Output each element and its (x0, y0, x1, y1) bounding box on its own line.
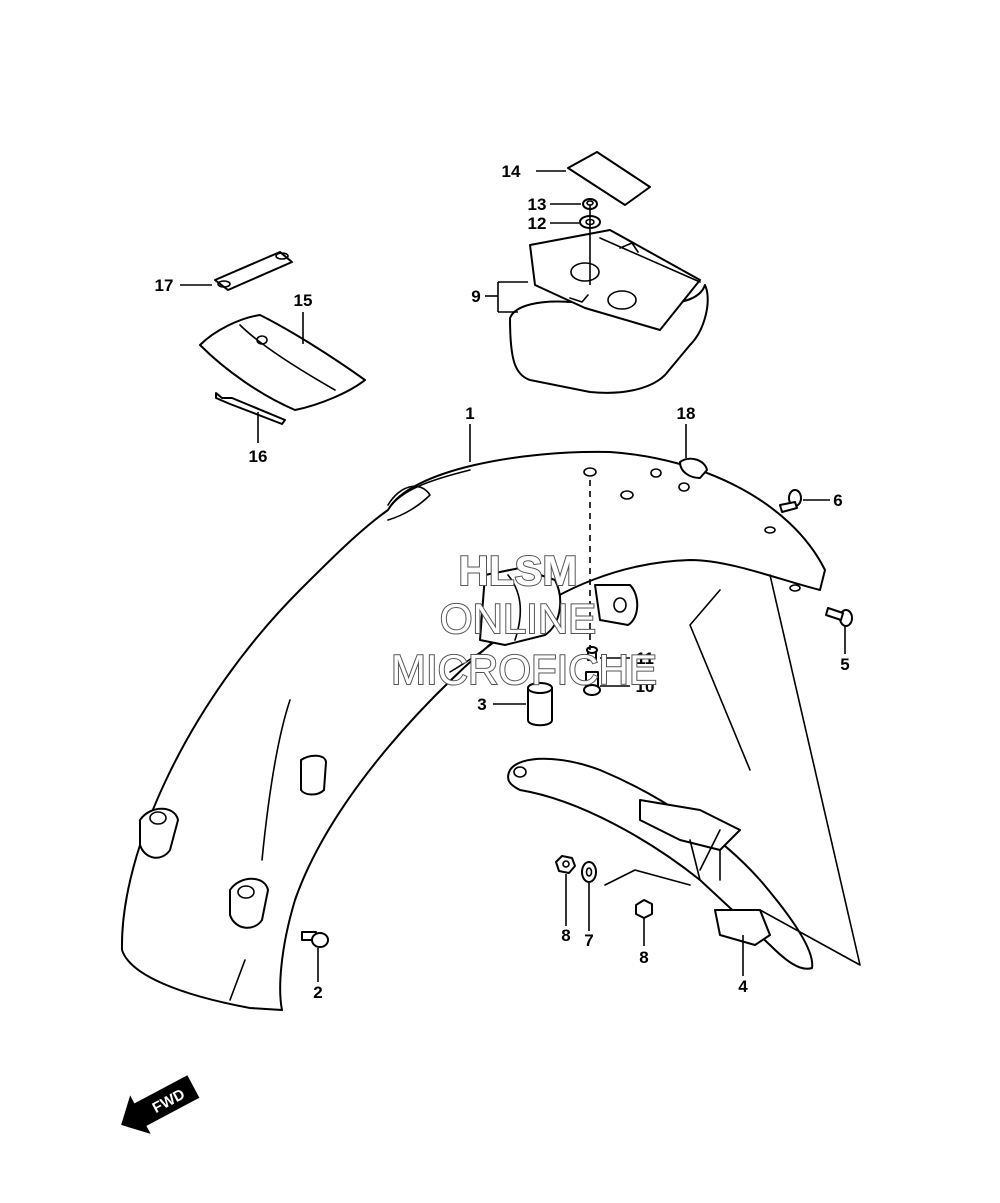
callout-8-right: 8 (639, 948, 648, 967)
tool-bag-part-15 (199, 314, 366, 411)
callout-7: 7 (584, 931, 593, 950)
nut-part-8-right (635, 899, 653, 919)
bolt-part-2 (301, 931, 329, 948)
rear-fender-part-1 (120, 450, 826, 1011)
callout-4: 4 (738, 977, 748, 996)
cushion-part-18 (679, 457, 708, 479)
callout-2: 2 (313, 983, 322, 1002)
callout-12: 12 (528, 214, 547, 233)
hanger-bracket (479, 567, 562, 646)
watermark-line-2: ONLINE (440, 595, 596, 642)
label-plate-part-14 (567, 151, 651, 206)
bolt-part-10 (583, 671, 601, 696)
callout-13: 13 (528, 195, 547, 214)
callout-9: 9 (471, 287, 480, 306)
callout-14: 14 (502, 162, 521, 181)
callout-18: 18 (677, 404, 696, 423)
tray-part-9 (509, 229, 709, 394)
callout-10: 10 (636, 677, 655, 696)
strap-part-17 (214, 251, 293, 291)
washer-part-7 (581, 861, 597, 883)
callout-6: 6 (833, 491, 842, 510)
callout-17: 17 (155, 276, 174, 295)
screw-part-5 (825, 607, 853, 627)
callout-3: 3 (477, 695, 486, 714)
callout-1: 1 (465, 404, 474, 423)
fender-brace-part-4 (507, 757, 814, 970)
watermark-line-3: MICROFICHE (391, 646, 657, 693)
callout-15: 15 (294, 291, 313, 310)
callout-5: 5 (840, 655, 849, 674)
callout-16: 16 (249, 447, 268, 466)
collar-part-3 (527, 682, 553, 727)
watermark-line-1: HLSM (459, 547, 578, 594)
fwd-arrow: FWD (121, 1075, 200, 1134)
callout-numbers: 14 13 12 9 17 15 16 1 18 6 5 11 10 3 2 8… (155, 162, 850, 1002)
callout-11: 11 (636, 649, 654, 668)
nut-part-8-left (555, 855, 576, 874)
hex-wrench-part-16 (215, 392, 286, 425)
callout-8-left: 8 (561, 926, 570, 945)
watermark: HLSM ONLINE MICROFICHE (390, 546, 658, 694)
screw-part-6 (779, 489, 802, 513)
leader-lines (180, 170, 846, 982)
